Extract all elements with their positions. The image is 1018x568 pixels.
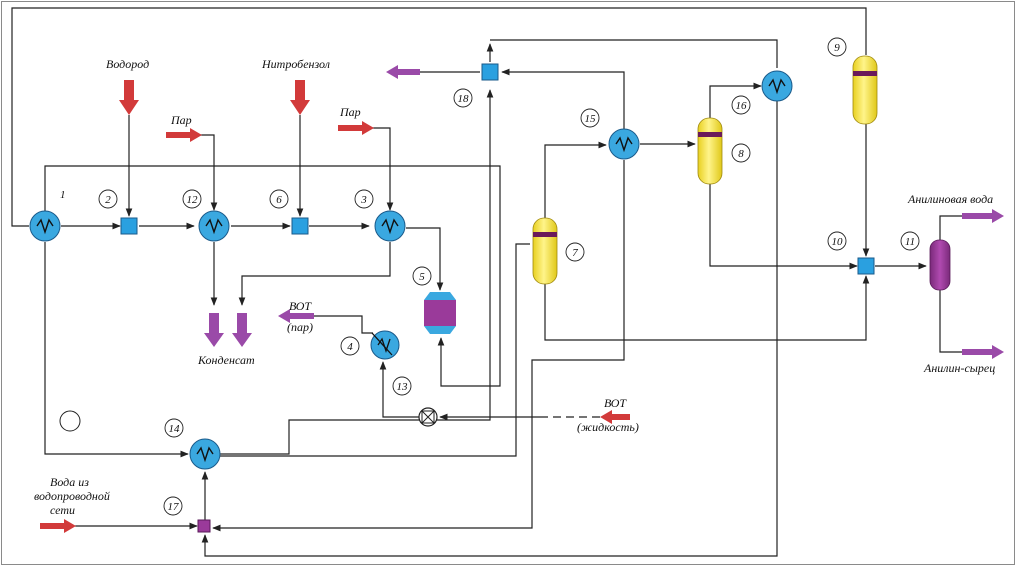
steam-feed-arrow-1 — [166, 128, 202, 142]
label-water-2: водопроводной — [34, 489, 110, 503]
heat-exchanger-12 — [198, 210, 230, 242]
steam-feed-arrow-2 — [338, 121, 374, 135]
label-water-3: сети — [50, 503, 75, 517]
label-bot-liquid-1: ВОТ — [604, 396, 627, 410]
heat-exchanger-16 — [761, 70, 793, 102]
label-steam-2: Пар — [339, 105, 361, 119]
heat-exchanger-14 — [189, 438, 221, 470]
mixer-17 — [197, 519, 211, 533]
column-7 — [532, 217, 558, 285]
blank-marker-circle — [59, 410, 81, 432]
number-1: 1 — [60, 189, 66, 201]
number-11: 11 — [905, 236, 915, 248]
label-aniline-raw: Анилин-сырец — [923, 361, 995, 375]
input-arrows — [40, 80, 630, 533]
separator-11 — [929, 239, 951, 291]
heater-4 — [370, 330, 400, 360]
number-13: 13 — [397, 381, 409, 393]
heat-exchangers — [29, 70, 793, 470]
number-17: 17 — [168, 501, 180, 513]
label-bot-liquid-2: (жидкость) — [577, 420, 639, 434]
condensate-out-arrow-2 — [232, 313, 252, 347]
mixer-6 — [291, 217, 309, 235]
number-18: 18 — [458, 93, 470, 105]
condensate-out-arrow-1 — [204, 313, 224, 347]
number-2: 2 — [105, 194, 111, 206]
hydrogen-feed-arrow — [119, 80, 139, 115]
label-hydrogen: Водород — [106, 57, 149, 71]
column-9 — [852, 55, 878, 125]
number-16: 16 — [736, 100, 748, 112]
reactor-5 — [424, 292, 456, 334]
number-12: 12 — [187, 194, 199, 206]
mixer-10 — [857, 257, 875, 275]
aniline-raw-out-arrow — [962, 345, 1004, 359]
label-steam-1: Пар — [170, 113, 192, 127]
label-water-1: Вода из — [50, 475, 89, 489]
column-8 — [697, 117, 723, 185]
label-bot-steam-2: (пар) — [287, 320, 313, 334]
bot-steam-out-arrow — [278, 309, 314, 323]
pump-13 — [418, 407, 438, 427]
label-condensate: Конденсат — [197, 353, 255, 367]
number-6: 6 — [276, 194, 282, 206]
heat-exchanger-1 — [29, 210, 61, 242]
number-9: 9 — [834, 42, 840, 54]
water-feed-arrow — [40, 519, 76, 533]
label-bot-steam-1: ВОТ — [289, 299, 312, 313]
aniline-water-out-arrow — [962, 209, 1004, 223]
columns — [532, 55, 951, 291]
nitrobenzene-feed-arrow — [290, 80, 310, 115]
number-3: 3 — [360, 194, 367, 206]
number-4: 4 — [347, 341, 353, 353]
label-aniline-water: Анилиновая вода — [907, 192, 993, 206]
output-arrows — [204, 65, 1004, 359]
number-14: 14 — [169, 423, 181, 435]
mixers — [120, 63, 875, 533]
number-8: 8 — [738, 148, 744, 160]
heat-exchanger-3 — [374, 210, 406, 242]
bot-liquid-feed-arrow — [600, 410, 630, 424]
mixer-2 — [120, 217, 138, 235]
product-out-arrow-top — [386, 65, 420, 79]
mixer-18 — [481, 63, 499, 81]
pipelines — [11, 7, 962, 557]
number-7: 7 — [572, 247, 578, 259]
label-nitrobenzene: Нитробензол — [261, 57, 330, 71]
heat-exchanger-15 — [608, 128, 640, 160]
equipment-numbers: 1 2 12 6 3 5 4 13 14 17 18 15 7 8 16 9 1… — [60, 37, 920, 516]
number-15: 15 — [585, 113, 597, 125]
number-10: 10 — [832, 236, 844, 248]
stream-labels: Водород Нитробензол Пар Пар Конденсат ВО… — [34, 57, 995, 517]
number-5: 5 — [419, 271, 425, 283]
